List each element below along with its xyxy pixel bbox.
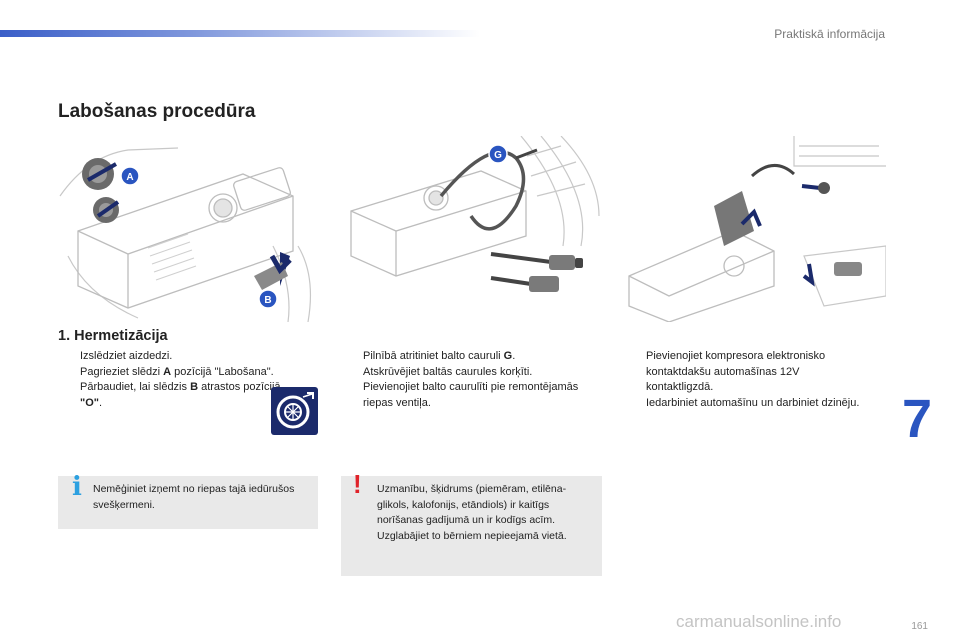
step-text: Izslēdziet aizdedzi. xyxy=(80,350,173,362)
illus-label-g: G xyxy=(494,150,502,161)
step-text: Pārbaudiet, lai slēdzis xyxy=(80,381,191,393)
step-text: Pagrieziet slēdzi xyxy=(80,365,164,378)
steps-middle: Pilnībā atritiniet balto cauruli G.Atskr… xyxy=(341,349,591,411)
step-bold-text: A xyxy=(163,365,172,378)
step-item: Pārbaudiet, lai slēdzis B atrastos pozīc… xyxy=(58,380,303,411)
step-text: . xyxy=(512,350,516,362)
section-title: 1. Hermetizācija xyxy=(58,328,168,344)
info-icon: i xyxy=(72,472,82,502)
chapter-number: 7 xyxy=(902,389,933,449)
illustration-hose-unwinding: G xyxy=(341,136,602,322)
step-bold-text: G xyxy=(503,350,513,362)
step-item: Atskrūvējiet baltās caurules korķīti. xyxy=(341,365,591,381)
illustration-power-socket xyxy=(624,136,886,322)
step-item: Pilnībā atritiniet balto cauruli G. xyxy=(341,349,591,365)
page-title: Labošanas procedūra xyxy=(58,101,256,122)
steps-right: Pievienojiet kompresora elektronisko kon… xyxy=(624,349,864,411)
tire-repair-icon xyxy=(271,387,318,435)
step-text: Pievienojiet kompresora elektronisko kon… xyxy=(646,350,826,393)
step-item: Pievienojiet kompresora elektronisko kon… xyxy=(624,349,864,396)
illus-label-a: A xyxy=(126,172,133,183)
step-text: Iedarbiniet automašīnu un darbiniet dzin… xyxy=(646,396,860,409)
step-text: Atskrūvējiet baltās caurules korķīti. xyxy=(363,365,533,378)
step-text: Pilnībā atritiniet balto cauruli xyxy=(363,350,504,362)
step-bold-text: B xyxy=(190,381,199,393)
info-note: i Nemēģiniet izņemt no riepas tajā iedūr… xyxy=(58,472,318,529)
illus-label-b: B xyxy=(264,295,271,306)
warning-note-text: Uzmanību, šķidrums (piemēram, etilēna-gl… xyxy=(377,483,567,542)
warning-icon: ! xyxy=(353,469,362,499)
step-item: Pievienojiet balto caurulīti pie remontē… xyxy=(341,380,591,411)
step-item: Pagrieziet slēdzi A pozīcijā "Labošana". xyxy=(58,365,303,381)
step-text: Pievienojiet balto caurulīti pie remontē… xyxy=(363,381,579,409)
step-item: Izslēdziet aizdedzi. xyxy=(58,349,303,365)
illustration-compressor-switches: A B xyxy=(58,136,318,322)
steps-left: Izslēdziet aizdedzi. Pagrieziet slēdzi A … xyxy=(58,349,303,411)
step-text: atrastos pozīcijā xyxy=(198,381,281,393)
info-note-text: Nemēģiniet izņemt no riepas tajā iedūruš… xyxy=(93,483,295,511)
warning-note: ! Uzmanību, šķidrums (piemēram, etilēna-… xyxy=(341,469,602,576)
step-text: pozīcijā "Labošana". xyxy=(171,365,274,378)
watermark: carmanualsonline.info xyxy=(676,612,842,631)
step-bold-text: "O" xyxy=(80,396,99,409)
top-accent-bar xyxy=(0,30,480,37)
page-number: 161 xyxy=(911,621,928,632)
step-item: Iedarbiniet automašīnu un darbiniet dzin… xyxy=(624,396,864,412)
step-text: . xyxy=(99,396,103,409)
section-header: Praktiskā informācija xyxy=(774,27,885,41)
